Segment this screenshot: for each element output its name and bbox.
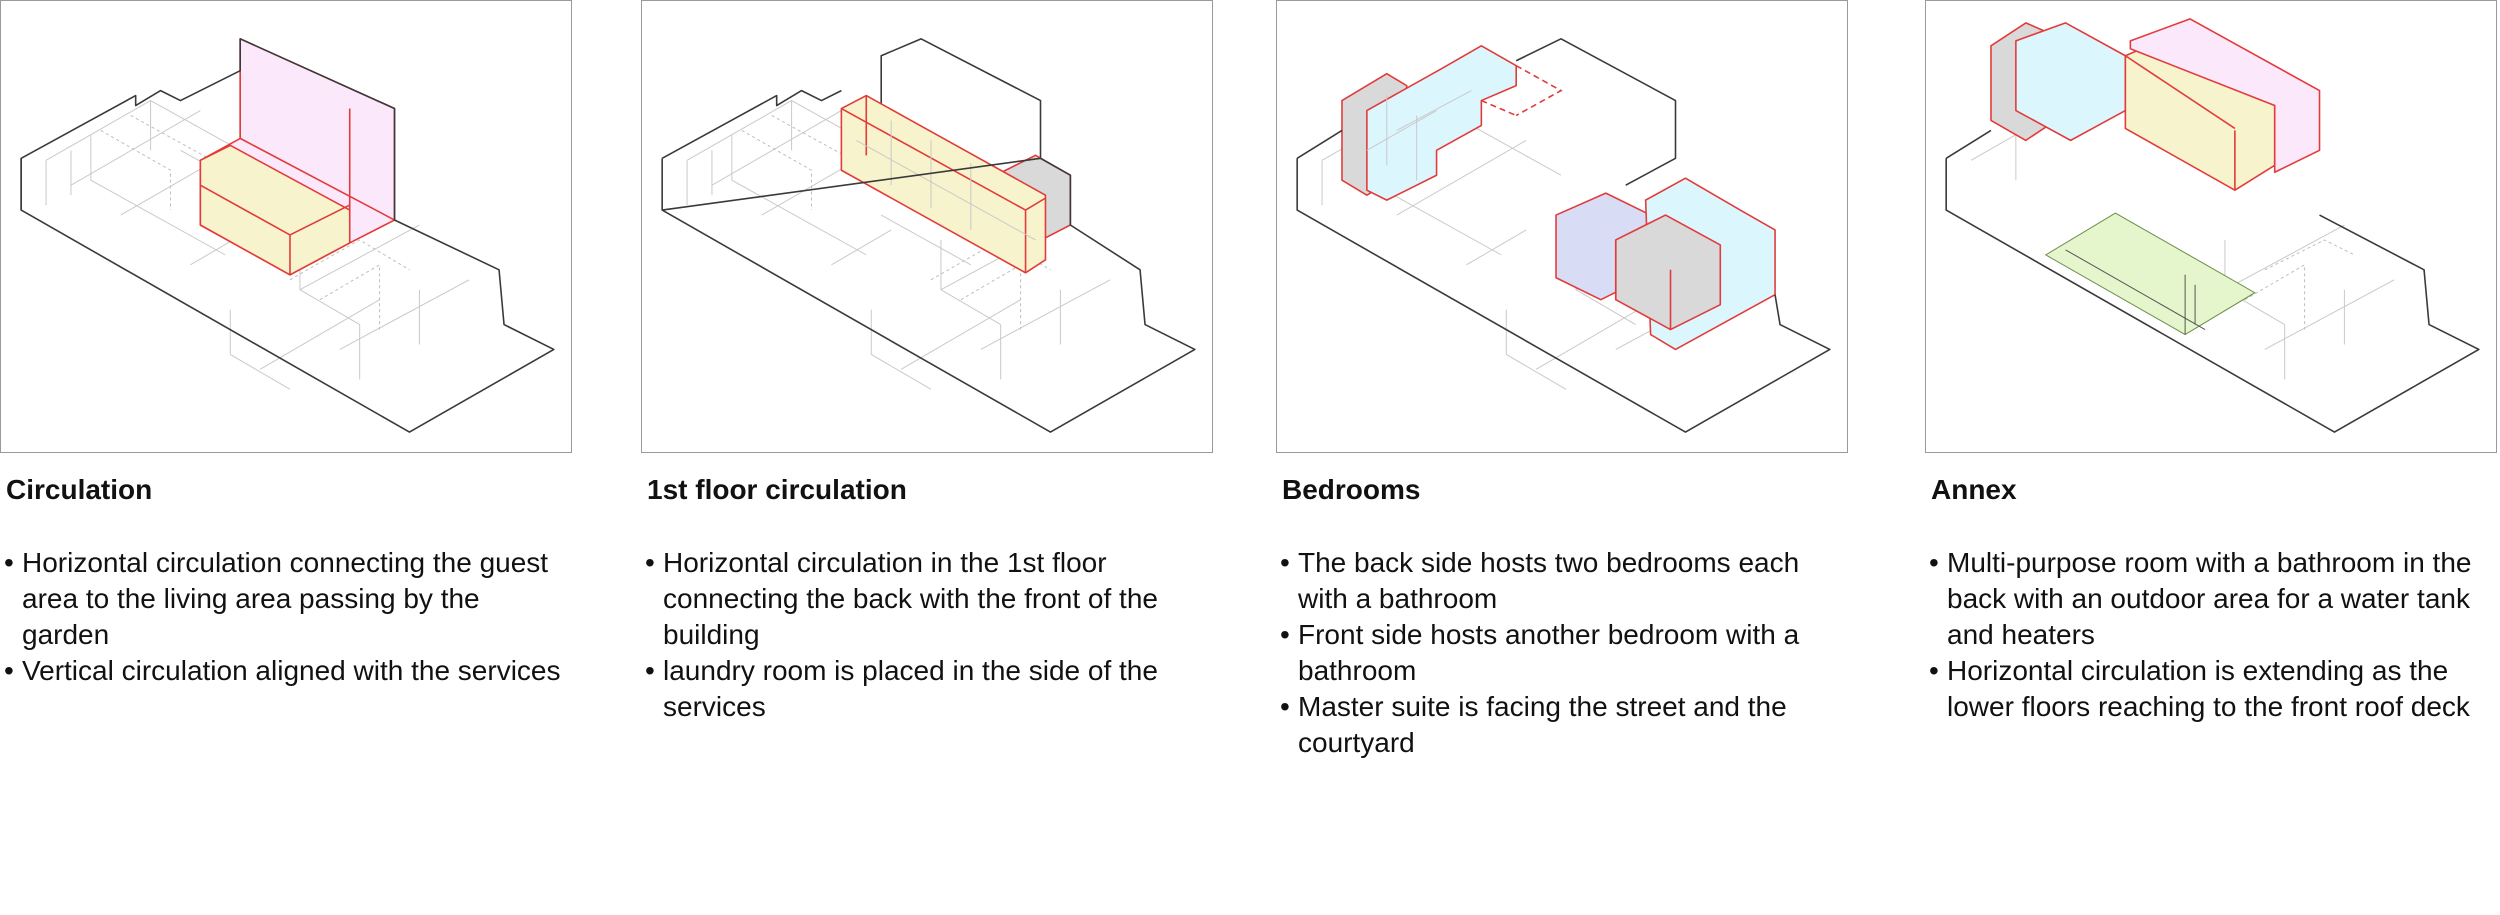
building-outline: [661, 89, 1196, 433]
annex-outdoor-area-volume: [2129, 18, 2321, 174]
bullet-item: Horizontal circulation connecting the gu…: [4, 545, 574, 653]
building-outline: [1296, 129, 1831, 433]
axonometric-diagram-bedrooms: [1276, 0, 1848, 453]
axonometric-diagram-1st-floor: [641, 0, 1213, 453]
bullet-item: The back side hosts two bedrooms each wi…: [1280, 545, 1850, 617]
interior-lines: [686, 99, 1111, 390]
bullet-list: Horizontal circulation in the 1st floor …: [645, 545, 1215, 725]
bullet-item: Multi-purpose room with a bathroom in th…: [1929, 545, 2499, 653]
bullet-list: Multi-purpose room with a bathroom in th…: [1929, 545, 2499, 725]
hidden-lines: [2244, 239, 2355, 330]
diagram-svg-bedrooms: [1296, 38, 1831, 433]
first-floor-circulation-volume: [840, 94, 1047, 274]
diagram-svg-annex: [1945, 18, 2480, 433]
panel-title: Bedrooms: [1282, 474, 1421, 505]
bullet-item: Horizontal circulation is extending as t…: [1929, 653, 2499, 725]
bullet-list: Horizontal circulation connecting the gu…: [4, 545, 574, 689]
bullet-item: Horizontal circulation in the 1st floor …: [645, 545, 1215, 653]
upper-volume-outline: [1515, 38, 1677, 186]
hidden-lines: [741, 115, 1051, 330]
back-bedrooms-volume: [1366, 45, 1517, 201]
building-outline: [20, 38, 555, 433]
axonometric-diagram-circulation: [0, 0, 572, 453]
bullet-item: Master suite is facing the street and th…: [1280, 689, 1850, 761]
hidden-lines: [100, 115, 410, 330]
panel-title: 1st floor circulation: [647, 474, 907, 505]
building-outline: [1945, 129, 2480, 433]
bullet-item: Vertical circulation aligned with the se…: [4, 653, 574, 689]
bullet-list: The back side hosts two bedrooms each wi…: [1280, 545, 1850, 761]
diagram-svg-1st-floor: [661, 38, 1196, 433]
bedroom-inner-lines: [1366, 90, 1472, 181]
horizontal-circulation-volume: [199, 144, 351, 276]
bullet-item: Front side hosts another bedroom with a …: [1280, 617, 1850, 689]
diagram-svg-circulation: [20, 38, 555, 433]
axonometric-diagram-annex: [1925, 0, 2497, 453]
roof-deck-area: [2044, 212, 2256, 336]
bullet-item: laundry room is placed in the side of th…: [645, 653, 1215, 725]
panel-title: Annex: [1931, 474, 2017, 505]
panel-title: Circulation: [6, 474, 153, 505]
circulation-inner-lines: [856, 120, 1036, 241]
